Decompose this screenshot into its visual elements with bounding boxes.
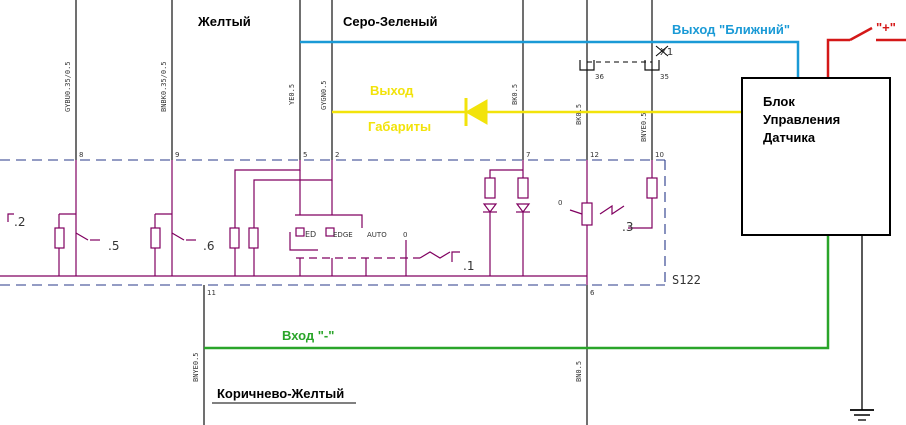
label-near-output: Выход "Ближний" xyxy=(672,22,790,37)
label-brown-yellow-wire: Коричнево-Желтый xyxy=(217,386,344,401)
label-switch-id: S122 xyxy=(672,273,701,287)
connector-x1 xyxy=(579,45,669,71)
wire-code: BN0.5 xyxy=(575,361,583,382)
pin-number: 7 xyxy=(526,151,530,159)
contact-label: .3 xyxy=(622,220,633,234)
yellow-marker-output-wire xyxy=(332,98,742,126)
mode-labels: ED EDGE AUTO 0 0 xyxy=(305,199,562,239)
ground-icon xyxy=(850,235,874,421)
label-sensor-block-3: Датчика xyxy=(763,130,816,145)
wire-code: YE0.5 xyxy=(288,84,296,105)
label-minus-input: Вход "-" xyxy=(282,328,334,343)
mode-label: EDGE xyxy=(333,231,353,239)
blue-near-output-wire xyxy=(300,40,800,78)
contact-label: .1 xyxy=(463,259,474,273)
label-marker-output-1: Выход xyxy=(370,83,414,98)
wire-code: BNYE0.5 xyxy=(640,112,648,142)
label-connector-id: X1 xyxy=(660,47,673,58)
label-gray-green-wire: Серо-Зеленый xyxy=(343,14,437,29)
switch-internals xyxy=(7,160,658,285)
mode-label: AUTO xyxy=(367,231,387,239)
wire-code: BNBK0.35/0.5 xyxy=(160,61,168,112)
red-plus-wire xyxy=(826,26,906,78)
pin-number: 10 xyxy=(655,151,664,159)
pin-number: 2 xyxy=(335,151,339,159)
wire-code: BK0.5 xyxy=(575,104,583,125)
label-sensor-block-1: Блок xyxy=(763,94,795,109)
wire-code: GYGN0.5 xyxy=(320,80,328,110)
pin-number: 6 xyxy=(590,289,595,297)
pin-numbers: 8 9 5 2 7 12 10 11 6 36 35 xyxy=(79,73,669,297)
label-sensor-block-2: Управления xyxy=(763,112,840,127)
pin-number: 9 xyxy=(175,151,179,159)
switch-frame xyxy=(0,159,666,286)
vertical-wires xyxy=(75,0,653,425)
sensor-control-block xyxy=(741,77,891,236)
contact-labels: .2 .5 .6 .1 .3 xyxy=(14,215,633,273)
contact-label: .2 xyxy=(14,215,25,229)
wire-code: BK0.5 xyxy=(511,84,519,105)
mode-label: 0 xyxy=(558,199,562,207)
green-minus-input-wire xyxy=(204,235,830,350)
wire-codes: GYBU0.35/0.5 BNBK0.35/0.5 YE0.5 GYGN0.5 … xyxy=(64,61,648,382)
pin-number: 11 xyxy=(207,289,216,297)
pin-number: 36 xyxy=(595,73,604,81)
pin-number: 8 xyxy=(79,151,83,159)
annotations: Желтый Серо-Зеленый Выход "Ближний" "+" … xyxy=(197,14,896,404)
label-yellow-wire: Желтый xyxy=(197,14,251,29)
pin-number: 12 xyxy=(590,151,599,159)
pin-number: 5 xyxy=(303,151,307,159)
contact-label: .5 xyxy=(108,239,119,253)
label-plus: "+" xyxy=(876,20,896,35)
pin-number: 35 xyxy=(660,73,669,81)
mode-label: ED xyxy=(305,230,316,239)
mode-label: 0 xyxy=(403,231,407,239)
wire-code: GYBU0.35/0.5 xyxy=(64,61,72,112)
wire-code: BNYE0.5 xyxy=(192,352,200,382)
contact-label: .6 xyxy=(203,239,214,253)
label-marker-output-2: Габариты xyxy=(368,119,431,134)
